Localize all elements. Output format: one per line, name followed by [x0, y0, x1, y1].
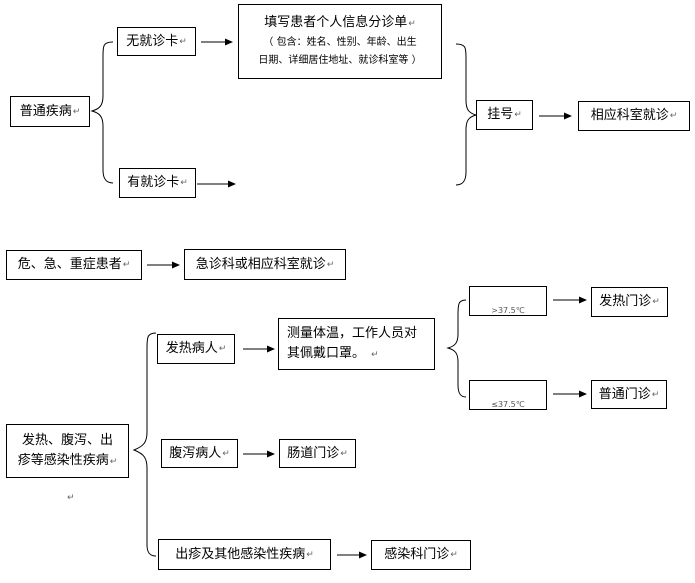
node-infectious-disease: 发热、腹泻、出 疹等感染性疾病↵	[6, 424, 129, 478]
node-measure-temp: 测量体温，工作人员对 其佩戴口罩。↵	[278, 318, 435, 370]
brace-merge-register	[455, 43, 478, 186]
node-ordinary-disease: 普通疾病↵	[10, 96, 90, 127]
node-fever-patient: 发热病人↵	[157, 334, 235, 364]
node-has-card: 有就诊卡↵	[119, 168, 196, 198]
node-infection-clinic: 感染科门诊↵	[371, 540, 471, 570]
node-temp-low: ≤37.5℃	[469, 380, 547, 410]
node-register: 挂号↵	[476, 100, 533, 130]
node-fever-clinic: 发热门诊↵	[591, 287, 668, 317]
node-no-card: 无就诊卡↵	[117, 27, 196, 56]
node-general-clinic: 普通门诊↵	[591, 380, 667, 409]
node-dept-visit: 相应科室就诊↵	[578, 101, 690, 131]
node-diarrhea-patient: 腹泻病人↵	[161, 439, 238, 468]
node-fill-form: 填写患者个人信息分诊单↵ （ 包含：姓名、性别、年龄、出生 日期、详细居住地址、…	[238, 4, 442, 79]
brace-temperature	[446, 299, 467, 398]
node-temp-high: >37.5℃	[469, 286, 547, 316]
node-emergency-visit: 急诊科或相应科室就诊↵	[184, 249, 346, 280]
node-critical-patient: 危、急、重症患者↵	[6, 250, 142, 280]
brace-card-split	[90, 41, 114, 184]
node-intestinal-clinic: 肠道门诊↵	[279, 439, 356, 468]
node-rash-patient: 出疹及其他感染性疾病↵	[158, 539, 331, 570]
paragraph-mark: ↵	[67, 493, 75, 503]
brace-infectious	[132, 332, 157, 557]
